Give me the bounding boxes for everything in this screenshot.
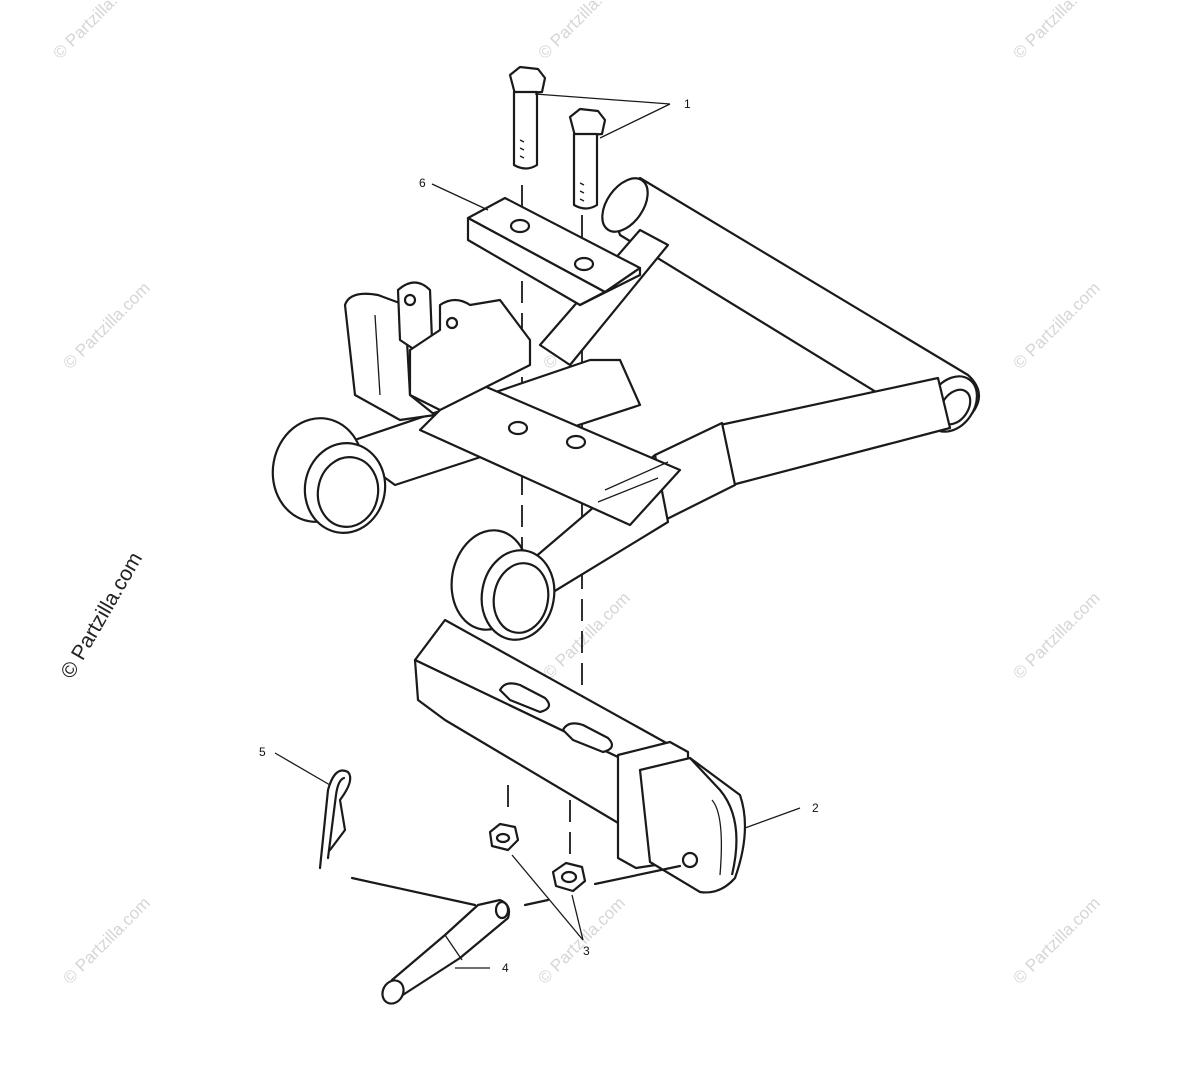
watermark-text: © Partzilla.com: [534, 893, 628, 987]
watermark-text: © Partzilla.com: [1009, 278, 1103, 372]
callout-1: 1: [684, 97, 691, 111]
watermark-text: © Partzilla.com: [1009, 893, 1103, 987]
bolts: [508, 65, 607, 210]
callout-3: 3: [583, 944, 590, 958]
watermark-text: © Partzilla.com: [534, 0, 628, 63]
top-plate: [466, 196, 642, 307]
nuts: [488, 822, 587, 893]
watermark-text: © Partzilla.com: [49, 0, 143, 63]
explode-lines: [350, 864, 682, 907]
trailing-arm: [413, 618, 747, 894]
leader-lines: [274, 93, 801, 969]
a-arm-frame: [271, 176, 981, 641]
clevis-pin: [381, 898, 511, 1005]
callout-5: 5: [259, 745, 266, 759]
watermark-main-text: © Partzilla.com: [56, 548, 147, 682]
callout-6: 6: [419, 176, 426, 190]
callout-2: 2: [812, 801, 819, 815]
watermark-text: © Partzilla.com: [59, 893, 153, 987]
watermark-text: © Partzilla.com: [59, 278, 153, 372]
callout-4: 4: [502, 961, 509, 975]
callout-labels: 1 2 3 4 5 6: [259, 97, 819, 975]
watermark-text: © Partzilla.com: [1009, 0, 1103, 63]
hair-pin-clip: [318, 769, 352, 870]
watermark-text: © Partzilla.com: [1009, 588, 1103, 682]
